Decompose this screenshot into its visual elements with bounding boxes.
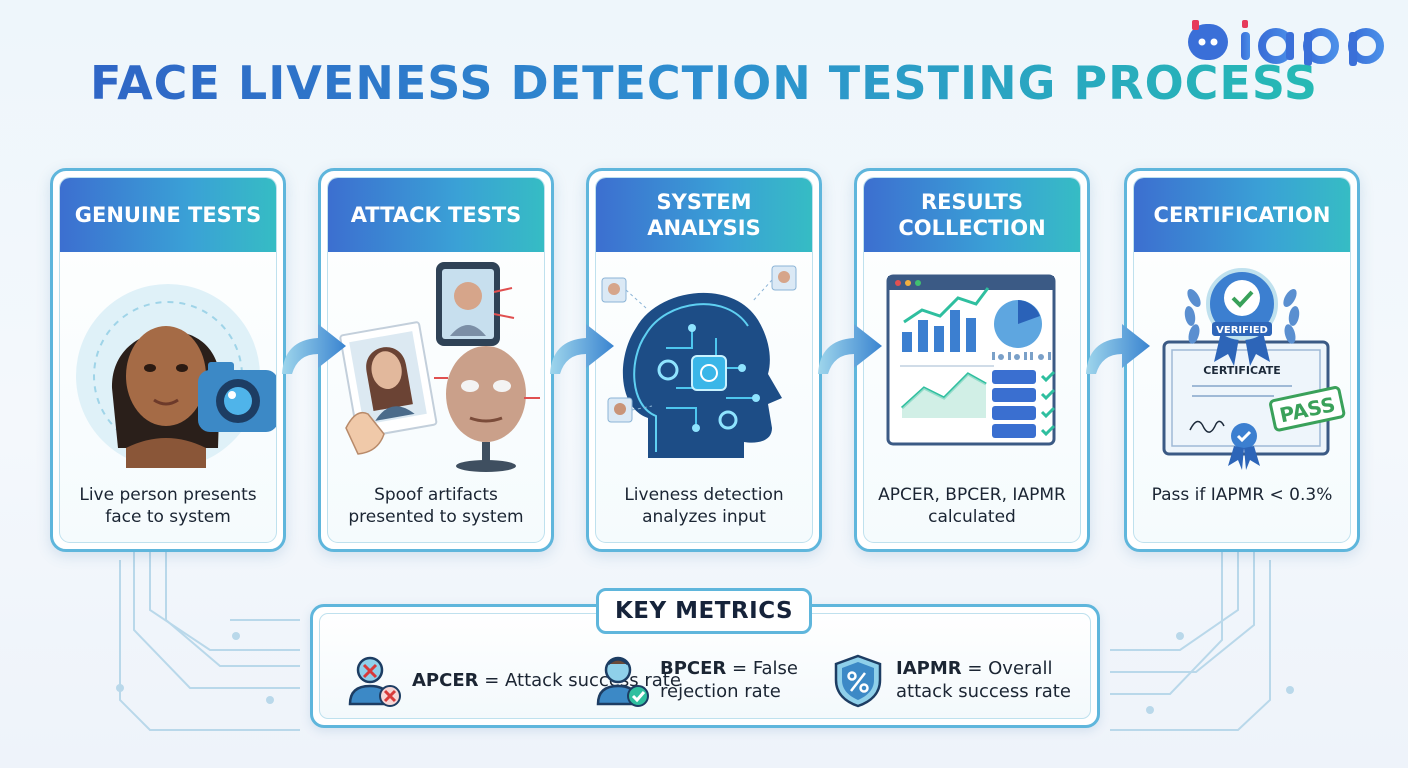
metric-bpcer: BPCER = False rejection rate xyxy=(594,650,814,710)
page-title: FACE LIVENESS DETECTION TESTING PROCESS xyxy=(0,56,1408,110)
step-description: Liveness detection analyzes input xyxy=(624,485,784,527)
step-card-system-analysis: SYSTEM ANALYSIS Liveness detection analy… xyxy=(586,168,822,552)
metric-term: BPCER xyxy=(660,658,727,679)
metric-definition: = Overall attack success rate xyxy=(896,658,1071,702)
step-description: Live person presents face to system xyxy=(79,485,257,527)
step-card-certification: CERTIFICATION CERTIFICATE PASS xyxy=(1124,168,1360,552)
step-title: ATTACK TESTS xyxy=(328,178,544,252)
step-card-genuine-tests: GENUINE TESTS Live person presents face … xyxy=(50,168,286,552)
verified-badge: VERIFIED xyxy=(1216,325,1268,336)
flow-arrow-icon xyxy=(550,324,614,374)
flow-arrow-icon xyxy=(818,324,882,374)
metric-definition: = False rejection rate xyxy=(660,658,799,702)
step-description: Pass if IAPMR < 0.3% xyxy=(1151,485,1333,505)
metric-term: APCER xyxy=(412,669,479,691)
shield-percent-icon xyxy=(834,654,882,708)
metric-term: IAPMR xyxy=(896,658,962,679)
step-card-results-collection: RESULTS COLLECTION xyxy=(854,168,1090,552)
certificate-label: CERTIFICATE xyxy=(1203,364,1281,377)
step-title: RESULTS COLLECTION xyxy=(864,178,1080,252)
face-camera-illustration xyxy=(76,284,276,468)
key-metrics-title: KEY METRICS xyxy=(596,588,812,634)
metric-apcer: APCER = Attack success rate xyxy=(346,650,681,710)
step-title: CERTIFICATION xyxy=(1134,178,1350,252)
step-description: Spoof artifacts presented to system xyxy=(348,485,524,527)
step-card-attack-tests: ATTACK TESTS Spoof art xyxy=(318,168,554,552)
step-description: APCER, BPCER, IAPMR calculated xyxy=(878,485,1066,527)
certificate-illustration: CERTIFICATE PASS xyxy=(1162,268,1346,470)
flow-arrow-icon xyxy=(1086,324,1150,374)
metric-definition: = Attack success rate xyxy=(484,669,681,691)
flow-arrow-icon xyxy=(282,324,346,374)
spoof-artifacts-illustration xyxy=(339,262,540,472)
ai-head-illustration xyxy=(601,265,797,458)
metric-iapmr: IAPMR = Overall attack success rate xyxy=(830,650,1080,710)
step-title: SYSTEM ANALYSIS xyxy=(596,178,812,252)
user-x-icon xyxy=(348,656,401,707)
iapp-logo xyxy=(1188,20,1384,66)
user-check-icon xyxy=(596,656,649,707)
dashboard-illustration xyxy=(886,274,1056,446)
step-title: GENUINE TESTS xyxy=(60,178,276,252)
